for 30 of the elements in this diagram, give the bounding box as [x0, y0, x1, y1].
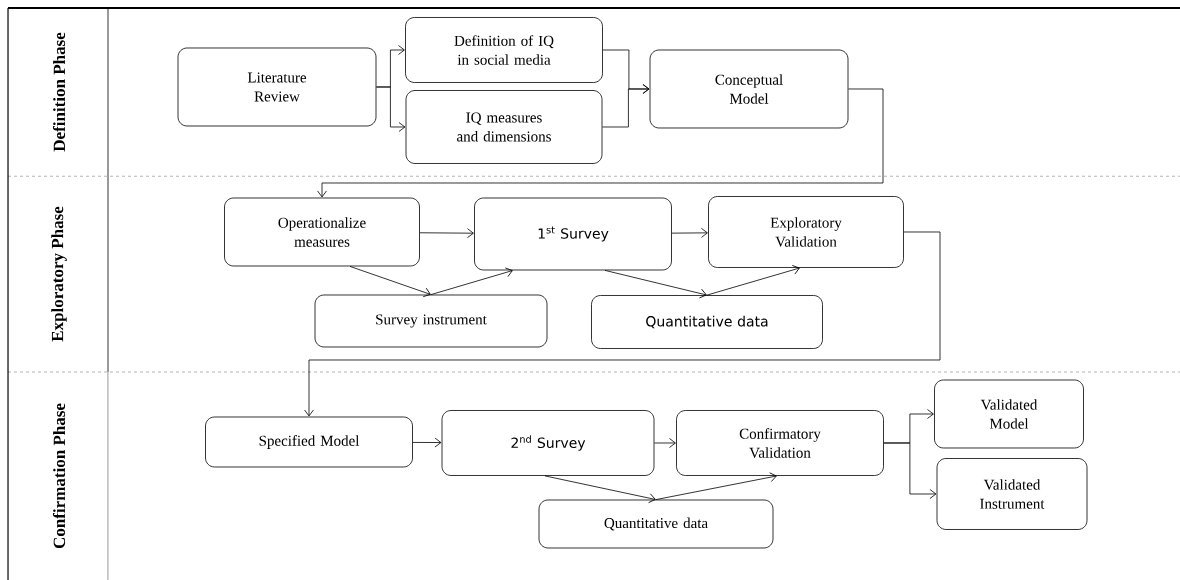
process-box: Quantitative data [538, 499, 774, 549]
process-box: Exploratory Validation [708, 196, 904, 268]
arrow [430, 267, 513, 295]
process-box: Quantitative data [591, 295, 823, 349]
process-box: Operationalize measures [224, 197, 420, 267]
arrow [671, 228, 708, 238]
process-box: Validated Instrument [936, 458, 1088, 530]
process-box: Literature Review [177, 47, 377, 127]
arrow [349, 266, 431, 298]
arrow [883, 442, 937, 499]
process-box: Confirmatory Validation [676, 410, 884, 476]
arrow [419, 228, 474, 239]
arrow [706, 265, 800, 296]
process-box: 2$^{nd}$ Survey [441, 410, 655, 476]
process-box: Conceptual Model [649, 49, 849, 129]
arrow [654, 438, 676, 448]
arrow [544, 475, 656, 503]
process-box: Validated Model [934, 379, 1084, 449]
process-box: Specified Model [205, 416, 413, 468]
arrow [317, 88, 884, 198]
arrow [655, 472, 777, 500]
process-box: IQ measures and dimensions [405, 90, 603, 164]
arrow [602, 84, 650, 128]
process-box: Definition of IQ in social media [405, 17, 603, 83]
process-box: 1$^{st}$ Survey [474, 197, 672, 271]
arrow [604, 270, 707, 299]
arrow [304, 231, 941, 417]
arrow [412, 437, 442, 448]
process-box: Survey instrument [314, 294, 548, 348]
arrow [376, 86, 406, 132]
